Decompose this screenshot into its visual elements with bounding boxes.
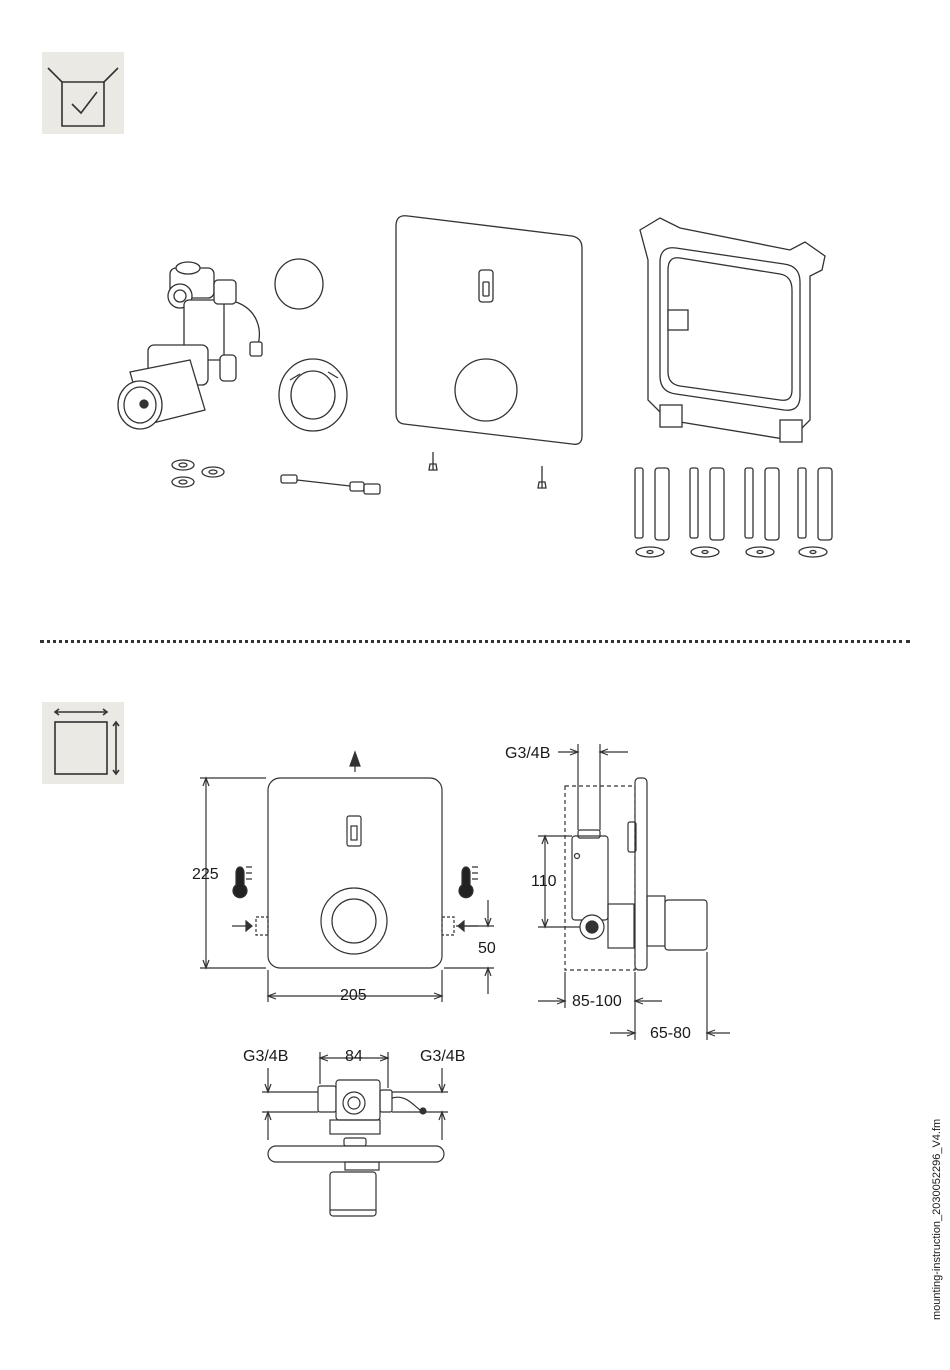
dim-offset: 50 <box>478 940 496 958</box>
front-view <box>200 752 494 1002</box>
dim-depth-range-1: 85-100 <box>572 993 622 1011</box>
dim-depth-range-2: 65-80 <box>650 1025 691 1043</box>
dim-connection-right: G3/4B <box>420 1048 465 1066</box>
dim-connection-side: G3/4B <box>505 745 550 763</box>
dim-height: 225 <box>192 866 219 884</box>
document-id-label: mounting-instruction_2030052296_V4.fm <box>930 1060 944 1320</box>
dim-center-distance: 110 <box>531 873 557 891</box>
top-view <box>262 1052 448 1216</box>
dim-connection-spacing: 84 <box>345 1048 363 1066</box>
dim-connection-left: G3/4B <box>243 1048 288 1066</box>
dim-width: 205 <box>340 987 367 1005</box>
document-id: mounting-instruction_2030052296_V4.fm <box>931 1119 943 1320</box>
side-view <box>538 744 730 1040</box>
